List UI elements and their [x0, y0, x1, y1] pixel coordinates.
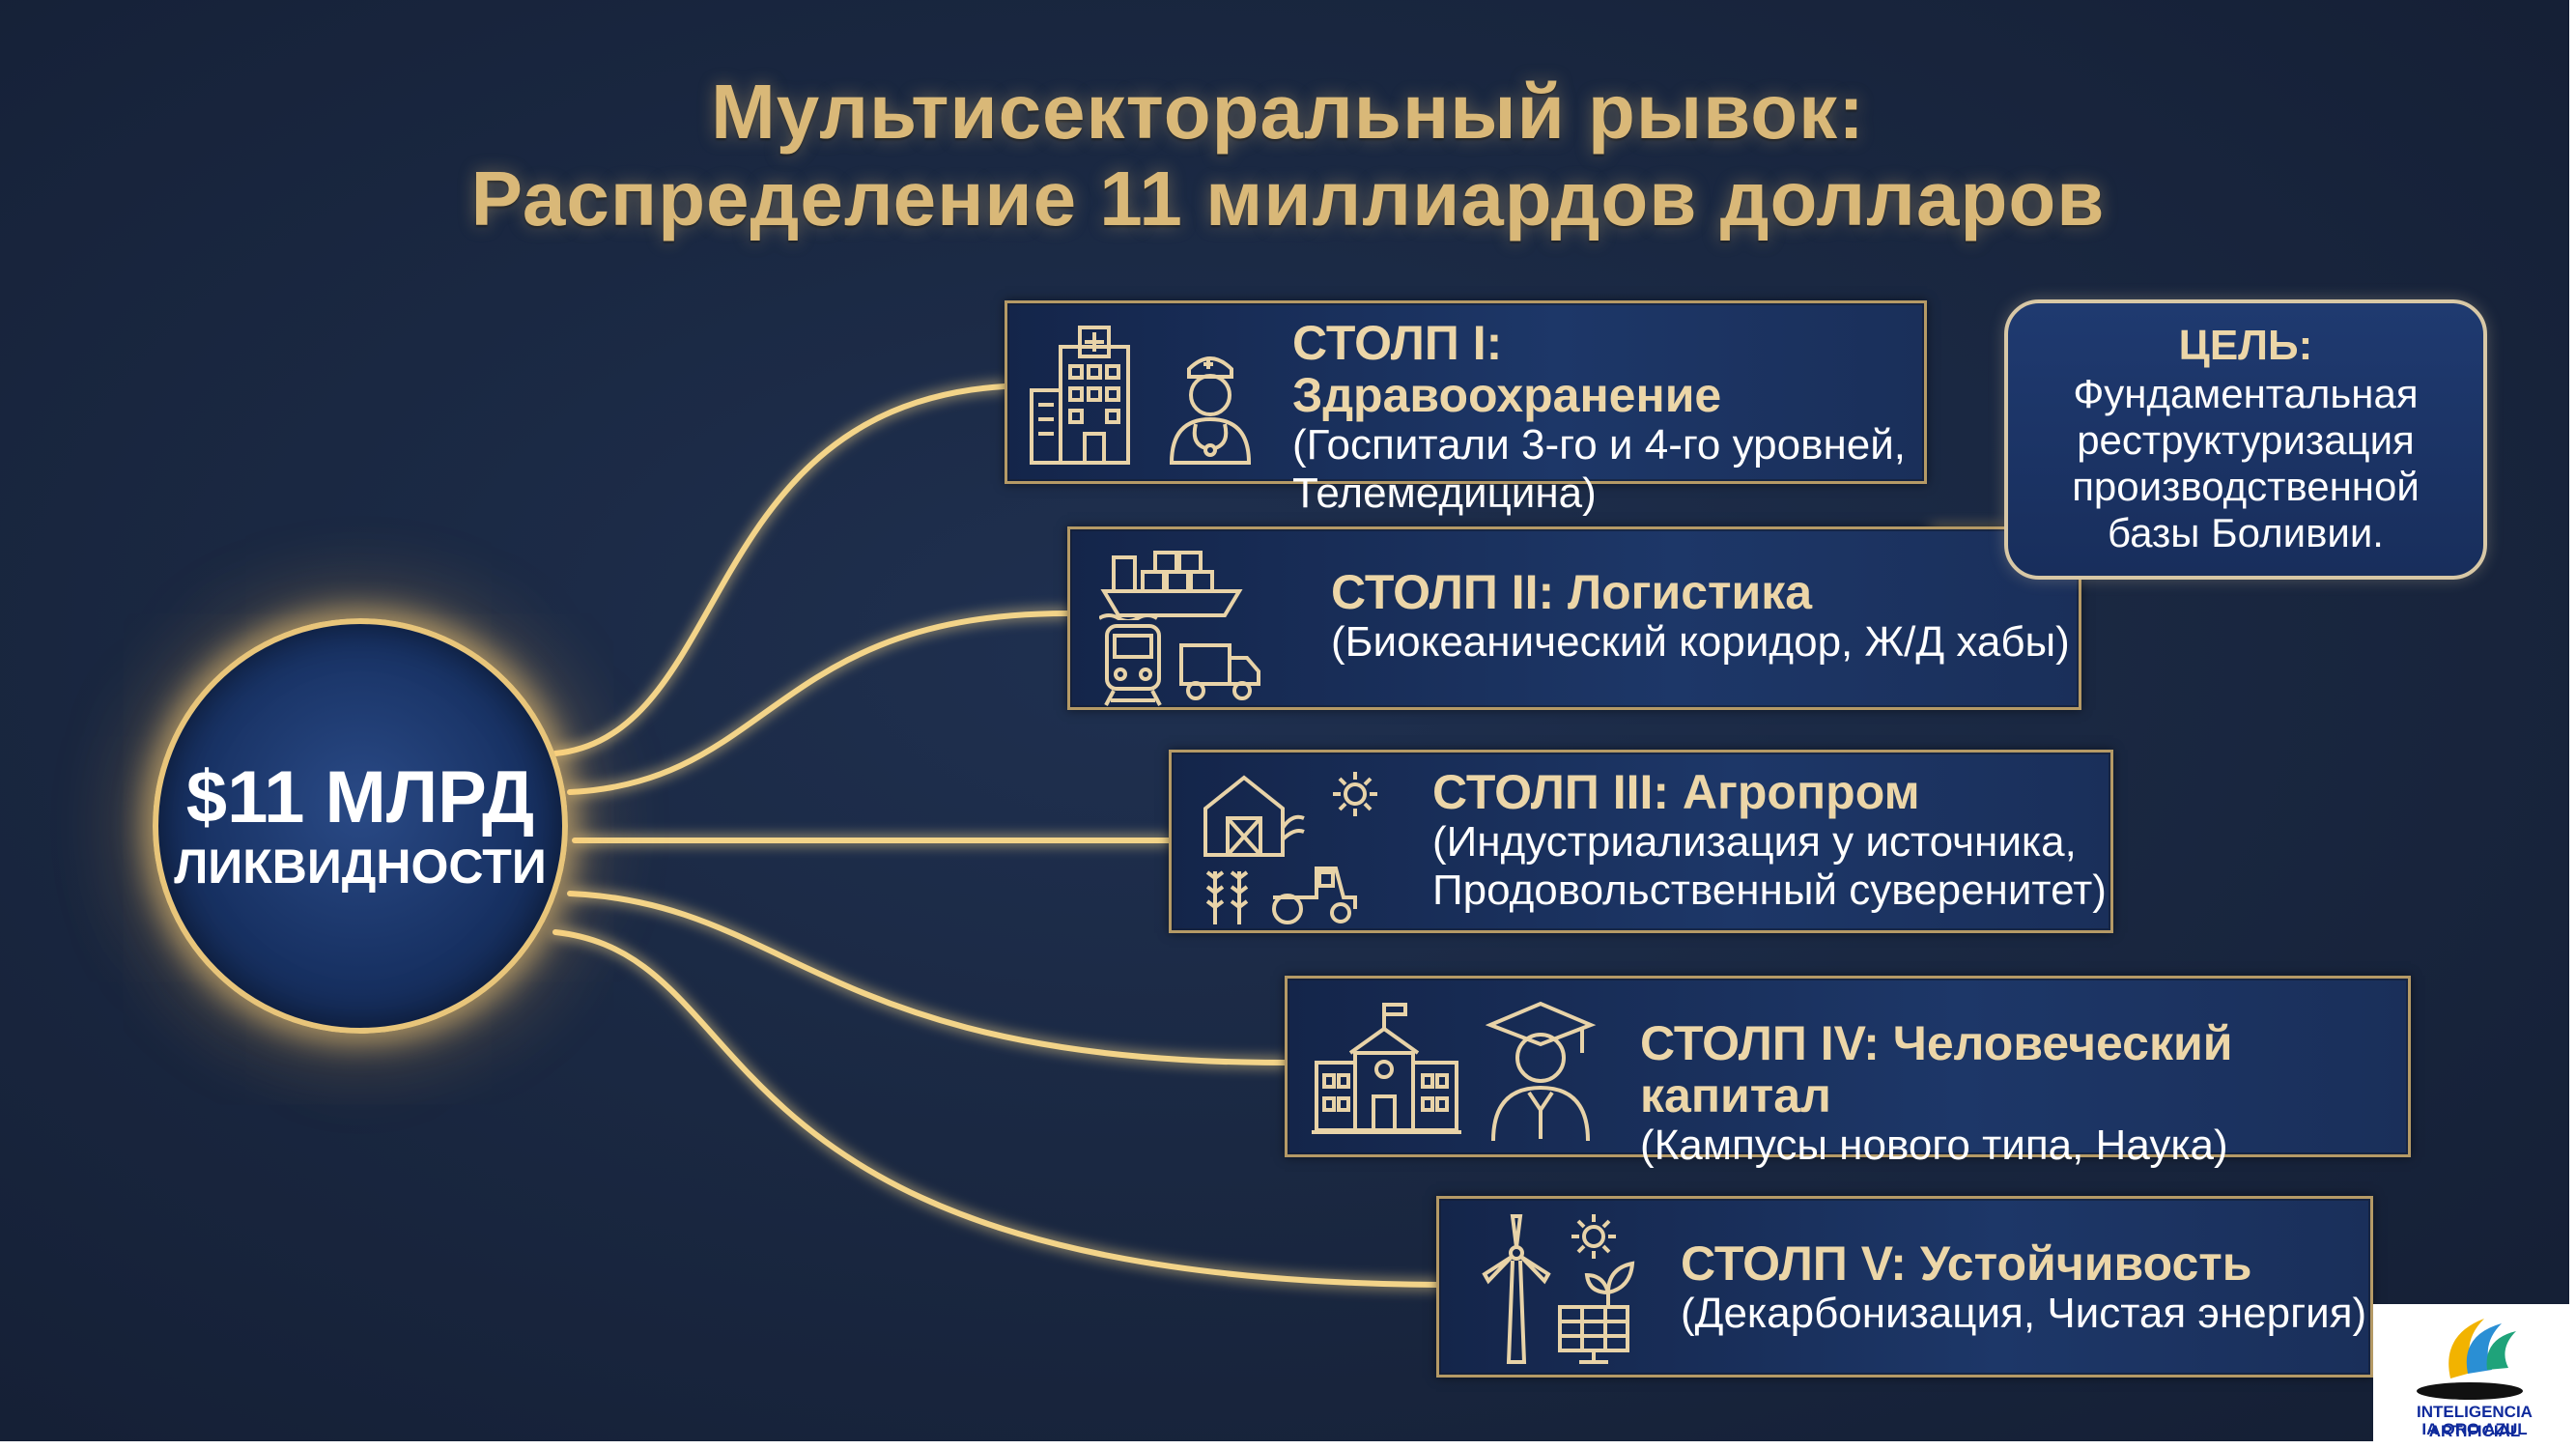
wind-turbine-icon	[1482, 1214, 1551, 1364]
connector-pillar-1	[552, 384, 1007, 756]
graduate-icon	[1486, 1001, 1597, 1142]
pillar-card-3: СТОЛП III: Агропром (Индустриализация у …	[1169, 750, 2113, 933]
solar-panel-icon	[1558, 1261, 1635, 1364]
goal-line-4: базы Боливии.	[2108, 510, 2384, 555]
tractor-icon	[1272, 867, 1357, 924]
pillar-1-desc-line1: (Госпитали 3-го и 4-го уровней,	[1292, 421, 1907, 469]
school-icon	[1312, 1003, 1461, 1134]
hub-label: ЛИКВИДНОСТИ	[174, 839, 547, 894]
pillar-4-desc-line1: (Кампусы нового типа, Наука)	[1640, 1122, 2228, 1169]
pillar-2-desc-line1: (Биокеанический коридор, Ж/Д хабы)	[1331, 618, 2070, 666]
truck-icon	[1179, 643, 1260, 700]
goal-line-3: производственной	[2072, 464, 2420, 509]
pillar-card-5: СТОЛП V: Устойчивость (Декарбонизация, Ч…	[1436, 1196, 2373, 1378]
page-title-line1: Мультисекторальный рывок:	[711, 69, 1865, 155]
connector-pillar-5	[552, 929, 1442, 1288]
goal-heading: ЦЕЛЬ:	[2178, 322, 2313, 369]
pillar-4-title: СТОЛП IV: Человеческий капитал	[1640, 1016, 2233, 1122]
sun-icon	[1571, 1214, 1616, 1259]
page-title-line2: Распределение 11 миллиардов долларов	[470, 156, 2106, 242]
pillar-3-desc-line2: Продовольственный суверенитет)	[1432, 867, 2107, 914]
pillar-1-desc-line2: Телемедицина)	[1292, 469, 1597, 517]
pillar-card-2: СТОЛП II: Логистика (Биокеанический кори…	[1067, 526, 2081, 710]
logo-text-line2: IA ORO AZUL	[2421, 1420, 2528, 1438]
train-icon	[1104, 624, 1162, 706]
pillar-1-title: СТОЛП I: Здравоохранение	[1292, 316, 1722, 422]
pillar-5-desc-line1: (Декарбонизация, Чистая энергия)	[1681, 1290, 2367, 1337]
goal-line-2: реструктуризация	[2077, 417, 2415, 463]
bottom-border	[0, 1441, 2576, 1449]
right-border	[2569, 0, 2576, 1449]
pillar-card-1: СТОЛП I: Здравоохранение (Госпитали 3-го…	[1005, 300, 1927, 517]
goal-box: ЦЕЛЬ: Фундаментальная реструктуризация п…	[2004, 299, 2487, 580]
pillar-2-title: СТОЛП II: Логистика	[1331, 565, 1813, 619]
pillar-5-title: СТОЛП V: Устойчивость	[1681, 1236, 2252, 1291]
connector-pillar-2	[567, 611, 1070, 795]
liquidity-hub: $11 МЛРД ЛИКВИДНОСТИ	[153, 618, 568, 1034]
nurse-icon	[1169, 356, 1252, 465]
connector-pillar-4	[567, 891, 1288, 1065]
hub-amount: $11 МЛРД	[185, 756, 535, 838]
logo-text-line1: INTELIGENCIA ARTIFICIAL	[2417, 1403, 2533, 1440]
pillar-3-desc-line1: (Индустриализация у источника,	[1432, 818, 2077, 866]
cargo-ship-icon	[1099, 551, 1243, 620]
wheat-icon	[1205, 870, 1249, 924]
goal-line-1: Фундаментальная	[2073, 371, 2419, 416]
pillar-card-4: СТОЛП IV: Человеческий капитал (Кампусы …	[1285, 976, 2411, 1169]
sun-icon	[1333, 772, 1377, 816]
logo-swirl-icon	[2417, 1319, 2523, 1400]
ia-oro-azul-logo: INTELIGENCIA ARTIFICIAL IA ORO AZUL	[2373, 1304, 2576, 1441]
barn-icon	[1203, 775, 1305, 857]
pillar-3-title: СТОЛП III: Агропром	[1432, 765, 1920, 819]
hospital-icon	[1030, 326, 1130, 465]
